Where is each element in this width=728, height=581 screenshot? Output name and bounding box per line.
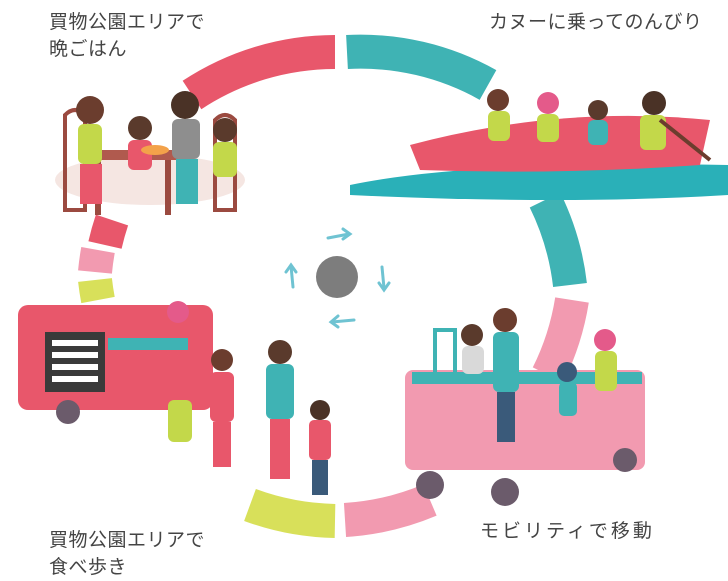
caption-dinner-line2: 晩ごはん	[49, 38, 128, 60]
rotation-arrows-icon	[284, 227, 391, 329]
caption-dinner: 買物公園エリアで 晩ごはん	[49, 9, 205, 63]
caption-mobility-line1: モビリティで移動	[480, 520, 655, 542]
ring-segment-yellow-bottom	[244, 488, 336, 538]
caption-street-food-line1: 買物公園エリアで	[49, 529, 206, 551]
caption-mobility: モビリティで移動	[480, 518, 655, 545]
ring-segment-pink-top	[182, 35, 336, 110]
dining-table-illustration	[55, 91, 245, 215]
ring-segment-teal-top	[346, 34, 497, 100]
caption-canoe: カヌーに乗ってのんびり	[489, 9, 703, 36]
caption-street-food-line2: 食べ歩き	[49, 556, 128, 578]
canoe-illustration	[350, 89, 728, 200]
ring-segment-pink-left2	[78, 246, 115, 274]
caption-dinner-line1: 買物公園エリアで	[49, 11, 206, 33]
caption-canoe-line1: カヌーに乗ってのんびり	[489, 11, 703, 33]
center-dot	[316, 256, 358, 298]
food-truck-illustration	[18, 301, 331, 495]
caption-street-food: 買物公園エリアで 食べ歩き	[49, 527, 205, 581]
cycle-ring	[78, 34, 589, 538]
ring-segment-teal-right	[529, 192, 587, 288]
ring-segment-pink-bottom	[343, 484, 437, 537]
ring-segment-yellow-left	[78, 277, 115, 304]
ring-segment-pink-left	[88, 214, 129, 249]
mobility-illustration	[405, 308, 645, 506]
